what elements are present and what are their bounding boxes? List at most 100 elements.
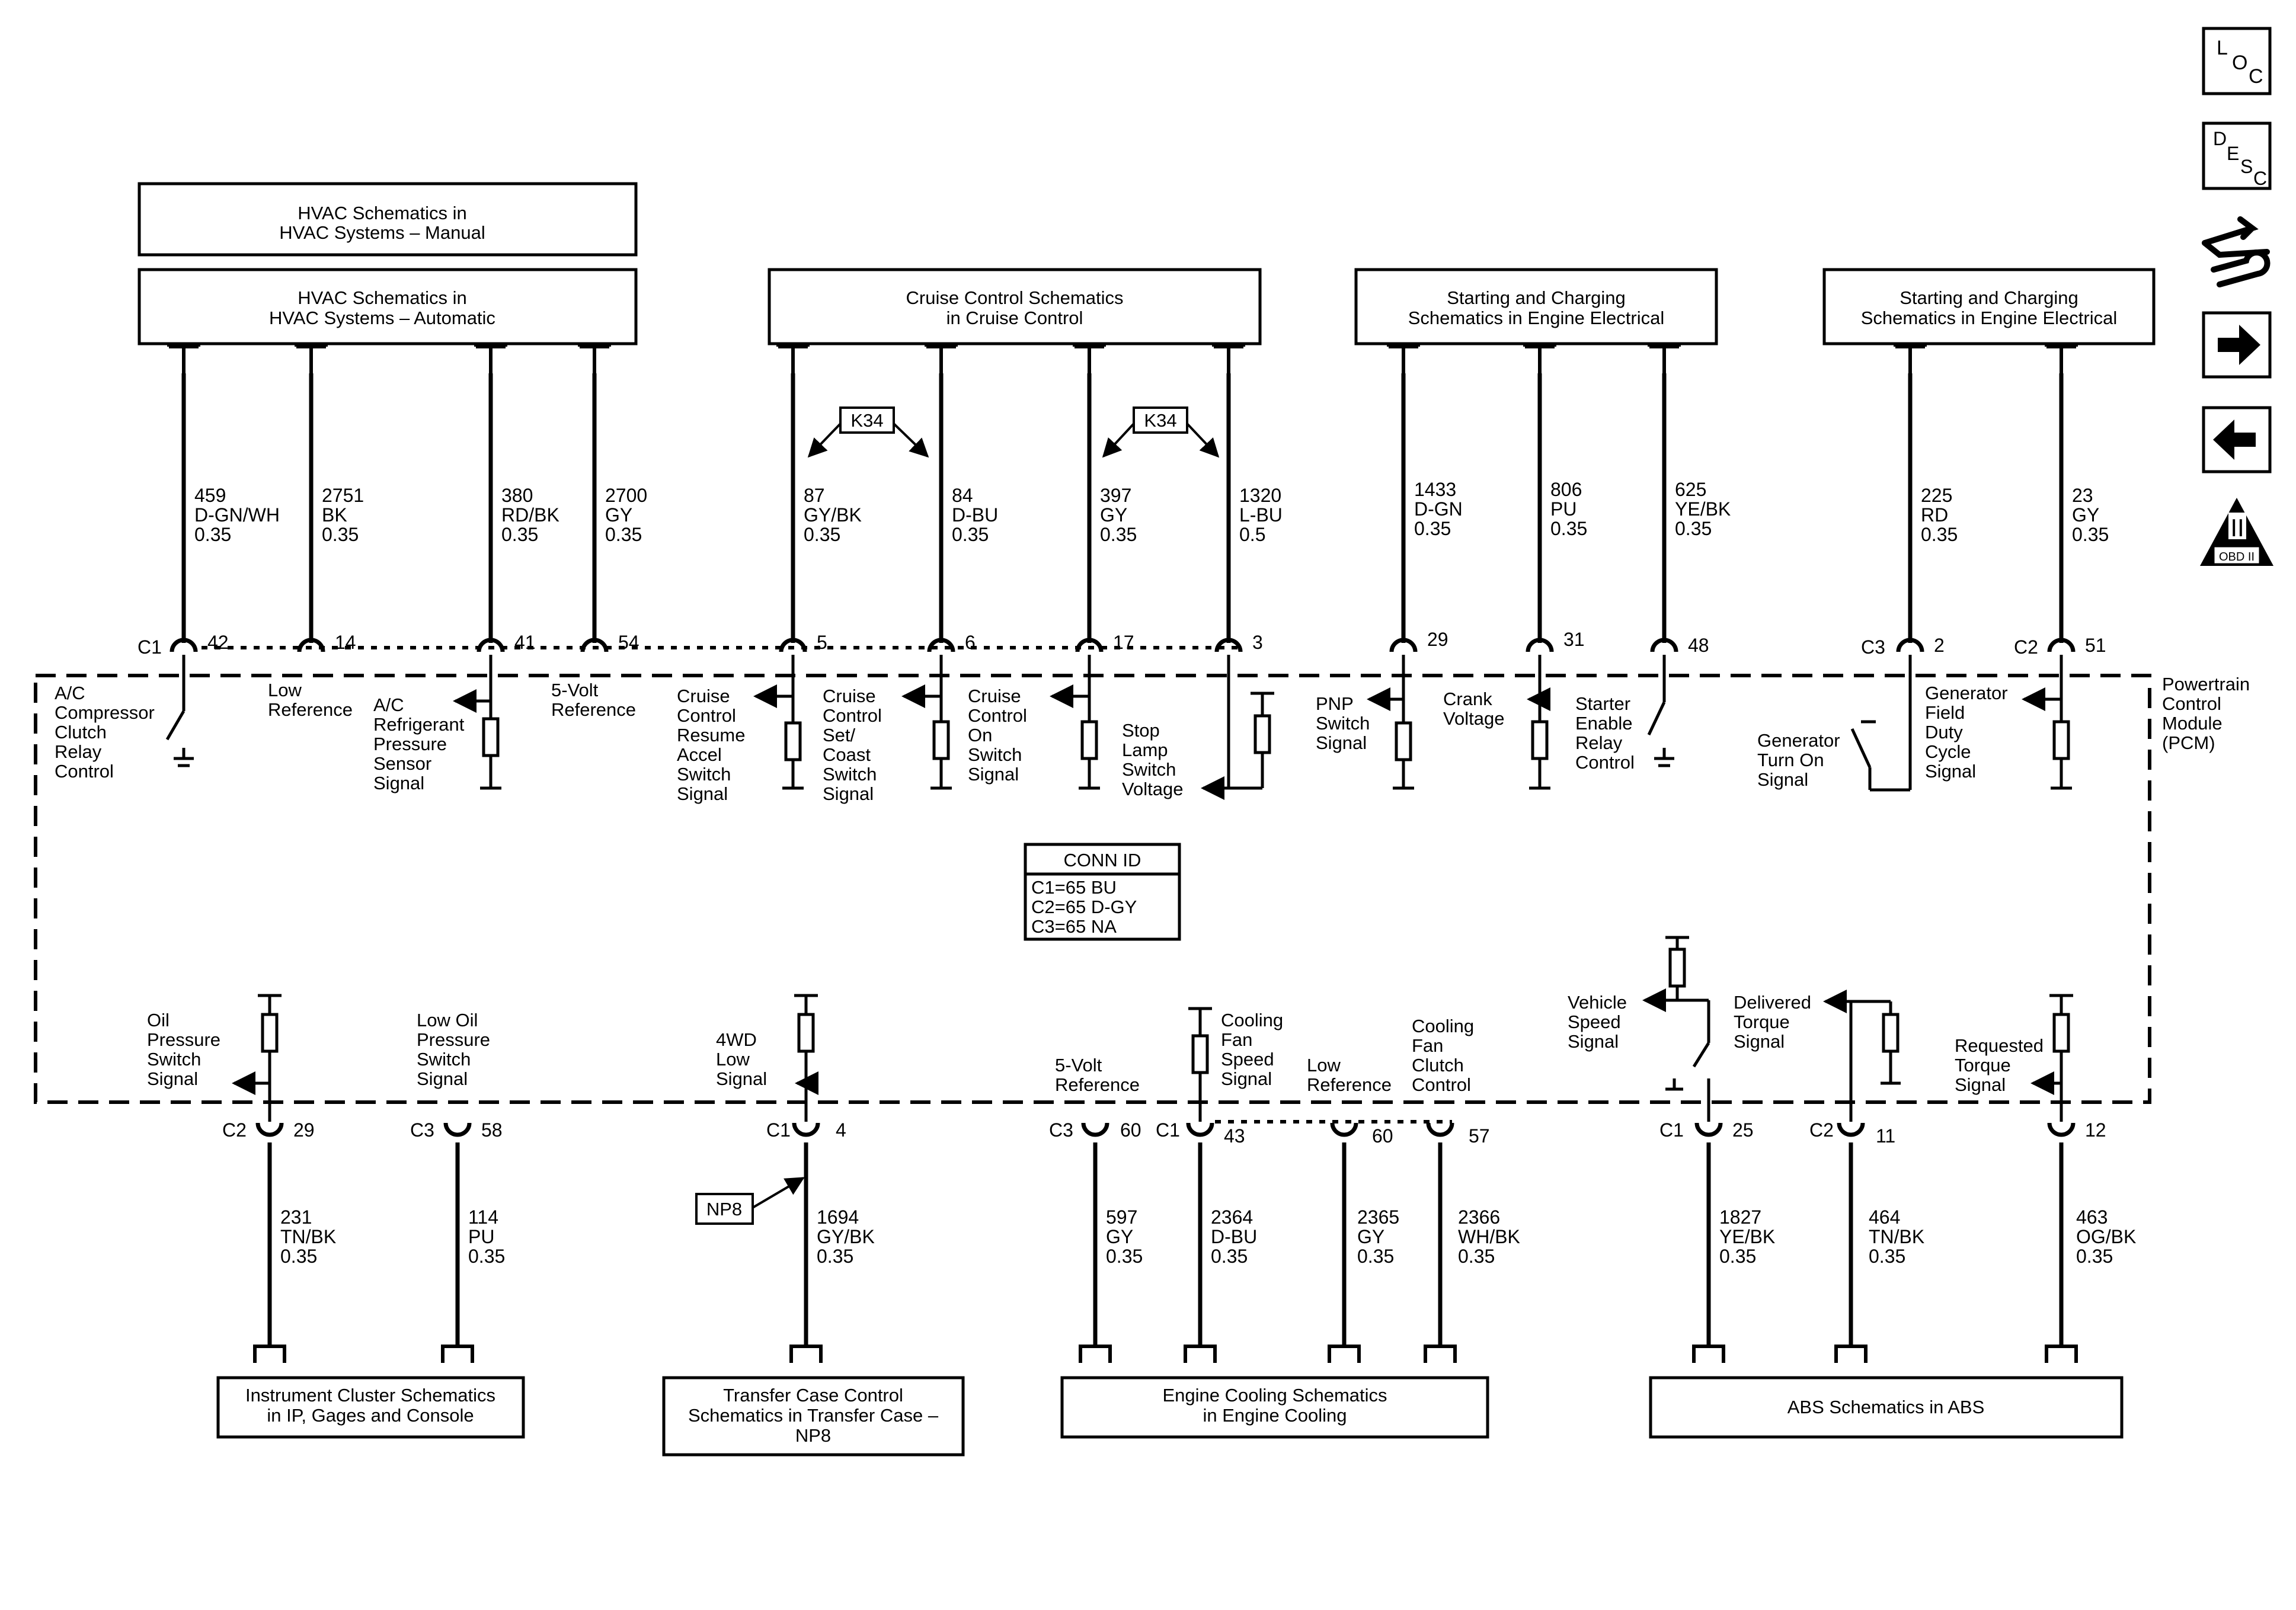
pin-4: 4 [836,1119,846,1141]
wire-1694-size: 0.35 [817,1246,853,1267]
label-cruise-resume-line-6: Signal [677,783,728,804]
desc-letter-e: E [2227,143,2239,164]
connector-label-c3-5v: C3 [1049,1119,1073,1141]
label-fan-clutch-line-1: Cooling [1412,1016,1474,1036]
wire-1320-color: L-BU [1239,504,1283,526]
desc-button[interactable]: D E S C [2202,121,2272,190]
label-low-oil-line-2: Pressure [417,1029,490,1050]
label-low-ref-top-line-2: Reference [268,699,353,720]
label-ac-clutch-line-5: Control [55,761,114,782]
label-cruise-set-line-3: Set/ [823,725,856,745]
prev-page-button[interactable] [2202,406,2272,473]
label-gen-field-line-3: Duty [1925,722,1963,742]
label-requested-torque-line-2: Torque [1955,1055,2011,1076]
wire-87-size: 0.35 [804,524,840,545]
repair-tools-icon[interactable] [2202,216,2271,287]
box-transfer-case[interactable] [662,1376,965,1457]
box-hvac-auto-line-1: HVAC Schematics in [298,287,466,308]
label-gen-field-line-4: Cycle [1925,741,1971,762]
label-fan-speed-line-1: Cooling [1221,1010,1283,1030]
label-5v-ref-bottom-line-1: 5-Volt [1055,1055,1102,1076]
pin-57: 57 [1469,1125,1490,1147]
label-stop-lamp-line-3: Switch [1122,759,1176,780]
label-cruise-on-line-1: Cruise [968,686,1021,706]
pin-60-lowref: 60 [1372,1125,1393,1147]
obd-roman-numeral: II [2230,514,2244,542]
box-abs-line-1: ABS Schematics in ABS [1787,1397,1985,1417]
pin-6: 6 [965,632,976,653]
box-hvac-automatic[interactable] [137,268,638,345]
box-instrument-cluster[interactable] [216,1376,525,1439]
label-ac-clutch-line-1: A/C [55,683,85,703]
pin-17: 17 [1113,632,1134,653]
label-starter-line-1: Starter [1575,693,1630,714]
label-gen-field-line-1: Generator [1925,683,2008,703]
conn-id-c1: C1=65 BU [1031,877,1117,898]
conn-id-box [1024,843,1181,941]
arrow-left-icon [2213,420,2256,460]
loc-button[interactable]: L O C [2202,27,2272,95]
label-stop-lamp-line-2: Lamp [1122,740,1168,760]
wire-806-size: 0.35 [1550,518,1587,539]
wire-225-size: 0.35 [1921,524,1958,545]
box-engine-cooling[interactable] [1060,1376,1489,1439]
wire-1433-size: 0.35 [1414,518,1451,539]
wire-2364-color: D-BU [1211,1226,1257,1247]
wire-625-color: YE/BK [1675,498,1731,520]
label-low-ref-bottom-line-1: Low [1307,1055,1341,1076]
box-hvac-manual[interactable] [137,182,638,257]
pcm-name-line-4: (PCM) [2162,732,2215,753]
wire-1827-color: YE/BK [1719,1226,1775,1247]
wire-463-circuit: 463 [2076,1206,2108,1228]
conn-id-c2: C2=65 D-GY [1031,897,1137,917]
wire-2700-circuit: 2700 [605,485,647,506]
label-delivered-torque-line-3: Signal [1734,1031,1785,1052]
box-abs[interactable] [1649,1376,2124,1439]
obd-label: OBD II [2219,550,2255,564]
wire-397-size: 0.35 [1100,524,1137,545]
wire-2700-size: 0.35 [605,524,642,545]
box-cruise[interactable] [768,268,1262,345]
box-starting1-line-1: Starting and Charging [1447,287,1626,308]
pin-3: 3 [1252,632,1263,653]
wire-225-color: RD [1921,504,1948,526]
label-crank-line-2: Voltage [1443,708,1504,729]
wire-2366-size: 0.35 [1458,1246,1495,1267]
wire-397-circuit: 397 [1100,485,1131,506]
wire-2700-color: GY [605,504,632,526]
obd-ii-badge[interactable]: II OBD II [2200,498,2273,566]
label-pnp-line-1: PNP [1316,693,1354,714]
label-delivered-torque-line-1: Delivered [1734,992,1811,1013]
wire-459-size: 0.35 [194,524,231,545]
next-page-button[interactable] [2202,311,2272,379]
desc-letter-d: D [2213,128,2227,149]
label-low-oil-line-4: Signal [417,1068,468,1089]
label-delivered-torque-line-2: Torque [1734,1012,1790,1032]
label-ac-pressure-line-2: Refrigerant [373,714,465,735]
wire-397-color: GY [1100,504,1127,526]
wire-625-size: 0.35 [1675,518,1712,539]
wire-2365-size: 0.35 [1357,1246,1394,1267]
wire-23-size: 0.35 [2072,524,2109,545]
box-starting-charging-1[interactable] [1354,268,1718,345]
wire-231-circuit: 231 [280,1206,312,1228]
wire-464-circuit: 464 [1869,1206,1900,1228]
box-cooling-line-1: Engine Cooling Schematics [1162,1385,1387,1406]
wire-114-size: 0.35 [468,1246,505,1267]
k34-tag-2-text: K34 [1144,410,1176,431]
label-gen-turn-on-line-1: Generator [1757,730,1840,751]
pcm-name-line-2: Control [2162,693,2221,714]
label-5v-ref-top-line-2: Reference [551,699,636,720]
loc-letter-o: O [2232,52,2247,74]
box-starting-charging-2[interactable] [1822,268,2156,345]
wire-597-circuit: 597 [1106,1206,1137,1228]
wire-2751-circuit: 2751 [322,485,364,506]
label-oil-pressure-line-3: Switch [147,1049,201,1070]
k34-tag-1 [839,406,895,434]
wire-231-color: TN/BK [280,1226,336,1247]
label-ac-clutch-line-4: Relay [55,741,102,762]
label-cruise-resume-line-3: Resume [677,725,745,745]
box-cruise-line-2: in Cruise Control [946,308,1083,328]
desc-letter-c: C [2253,168,2267,189]
label-vss-line-2: Speed [1568,1012,1621,1032]
